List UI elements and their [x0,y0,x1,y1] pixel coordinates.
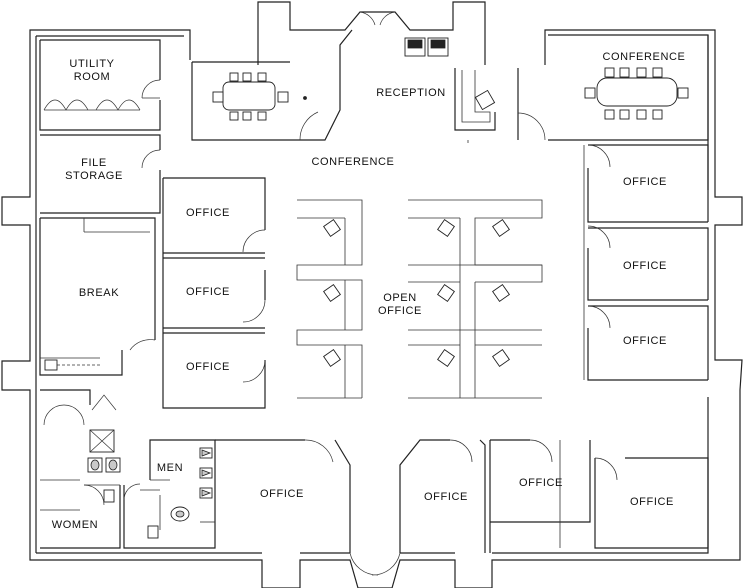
label-office-e3: OFFICE [623,335,667,347]
south-office-walls [200,439,709,576]
restroom-walls [40,389,216,549]
utility-room-walls [39,39,161,131]
conference-ne-walls [517,34,709,141]
label-open-office: OPEN OFFICE [378,292,422,317]
label-break: BREAK [78,287,120,299]
west-office-walls [162,177,266,409]
label-office-s3: OFFICE [519,477,563,489]
break-room-walls [39,217,156,376]
label-file-storage: FILE STORAGE [65,157,123,182]
label-office-w3: OFFICE [186,361,230,373]
label-conference-ne: CONFERENCE [602,51,686,63]
open-office-workstations [296,199,543,399]
label-office-e2: OFFICE [623,260,667,272]
conference-main-walls [191,29,353,141]
label-office-s4: OFFICE [630,496,674,508]
label-reception: RECEPTION [376,87,446,99]
label-men: MEN [156,462,184,474]
label-utility-room: UTILITY ROOM [69,58,115,83]
east-office-walls [583,144,709,381]
file-storage-walls [40,134,161,214]
label-office-s1: OFFICE [260,488,304,500]
label-office-s2: OFFICE [424,491,468,503]
label-conference-main: CONFERENCE [311,156,395,168]
label-office-w2: OFFICE [186,286,230,298]
label-women: WOMEN [51,519,99,531]
label-office-e1: OFFICE [623,176,667,188]
label-office-w1: OFFICE [186,207,230,219]
reception-area [359,11,496,143]
